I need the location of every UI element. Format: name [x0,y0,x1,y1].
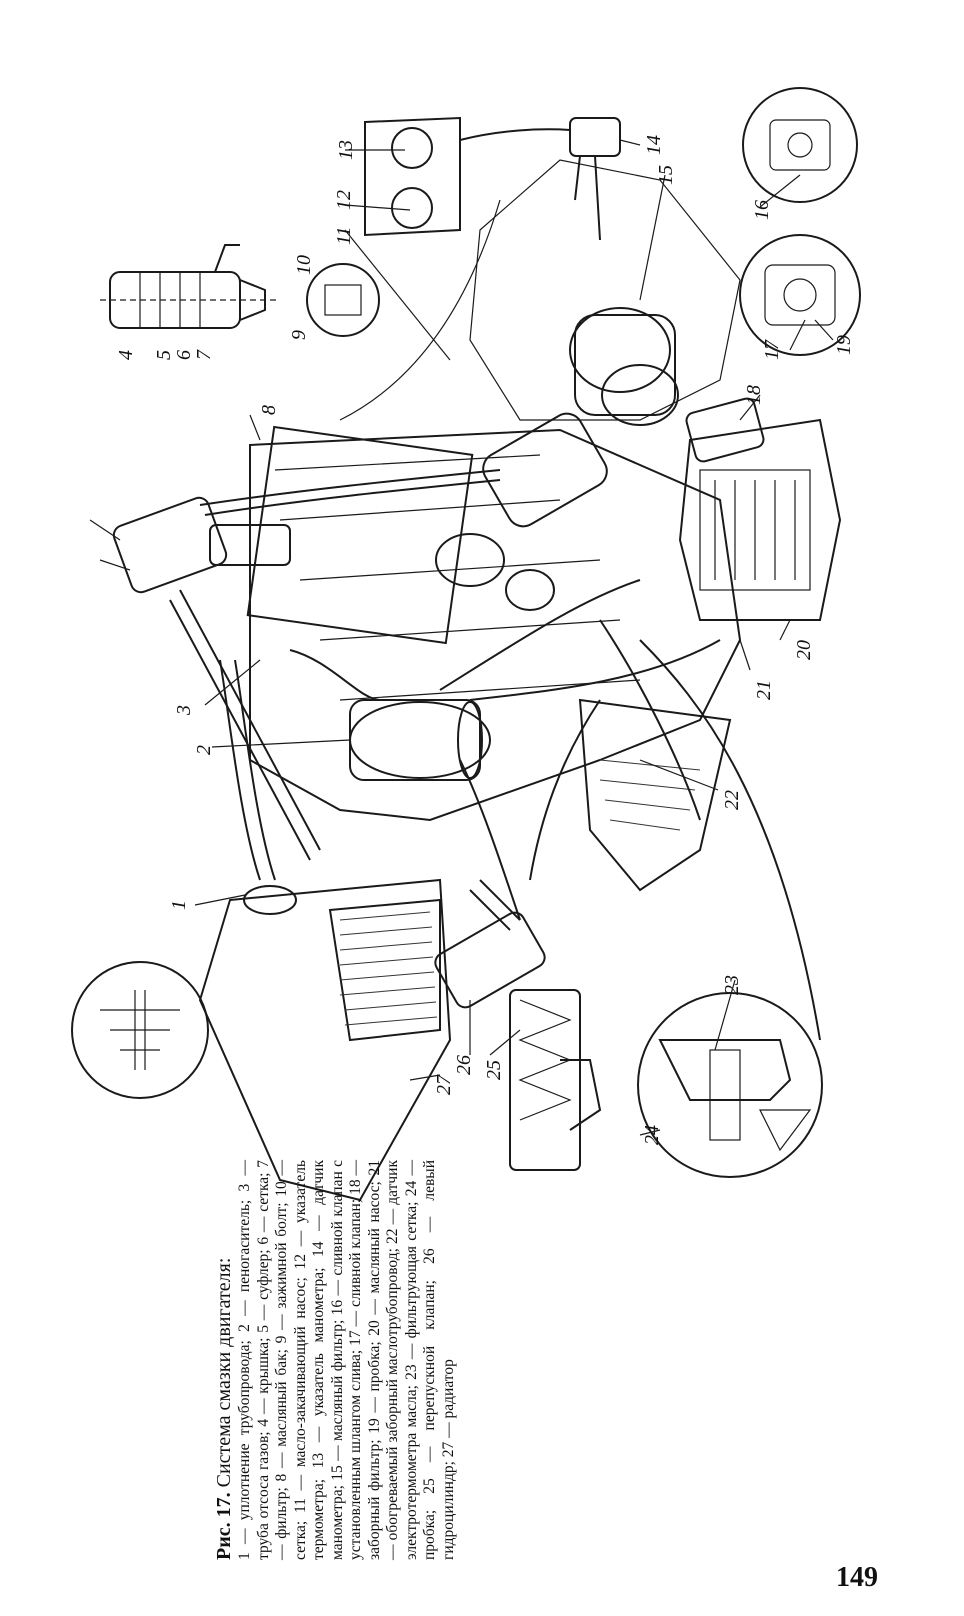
radiator [198,878,452,1202]
leader-lines [194,139,834,1136]
pressure-sensor [459,117,621,241]
bypass-valve [509,989,602,1171]
callout-20: 20 [793,640,815,660]
callout-12: 12 [333,190,355,210]
callout-23: 23 [721,975,743,995]
breather-exploded [100,244,280,329]
caption-legend: 1 — уплотнение трубопровода; 2 — пеногас… [236,1160,457,1560]
callout-18: 18 [743,385,765,405]
callout-labels: 1 2 3 4 5 6 7 8 9 10 11 12 13 14 15 16 1… [115,135,855,1145]
callout-10: 10 [293,255,315,275]
callout-9: 9 [288,330,310,340]
detail-circle-1 [71,961,209,1099]
callout-27: 27 [433,1074,455,1095]
detail-circle-16 [742,87,858,203]
detail-circle-23 [637,992,823,1178]
callout-13: 13 [335,140,357,160]
callout-11: 11 [333,226,355,245]
page-number: 149 [836,1562,878,1593]
callout-25: 25 [483,1060,505,1080]
main-drawing [89,159,842,1202]
callout-1: 1 [168,900,190,910]
callout-6: 6 [173,350,195,360]
callout-16: 16 [751,200,773,220]
hydrocylinder [434,879,546,1009]
caption-label: Рис. 17. [213,1492,235,1560]
caption-title: Система смазки двигателя: [213,1257,235,1488]
gauge-panel [364,116,461,237]
oil-pump [678,397,842,621]
callout-8: 8 [258,405,280,415]
callout-14: 14 [643,135,665,155]
callout-24: 24 [641,1125,663,1145]
callout-5: 5 [153,350,175,360]
callout-15: 15 [655,165,677,185]
callout-2: 2 [193,745,215,755]
detail-circle-17 [739,234,861,356]
callout-26: 26 [453,1055,475,1075]
figure-caption: Рис. 17. Система смазки двигателя: 1 — у… [212,1160,458,1560]
callout-4: 4 [115,350,137,360]
callout-7: 7 [193,349,215,360]
callout-21: 21 [753,680,775,700]
caption-title-line: Рис. 17. Система смазки двигателя: [212,1160,236,1560]
callout-22: 22 [721,790,743,810]
callout-17: 17 [761,339,783,360]
starter [435,412,608,611]
oil-filter [569,307,679,426]
foam-suppressor [349,699,491,781]
callout-3: 3 [173,705,195,716]
callout-19: 19 [833,335,855,355]
breather-assembly [89,496,291,594]
detail-circle-9 [306,263,380,337]
sump [578,698,732,892]
